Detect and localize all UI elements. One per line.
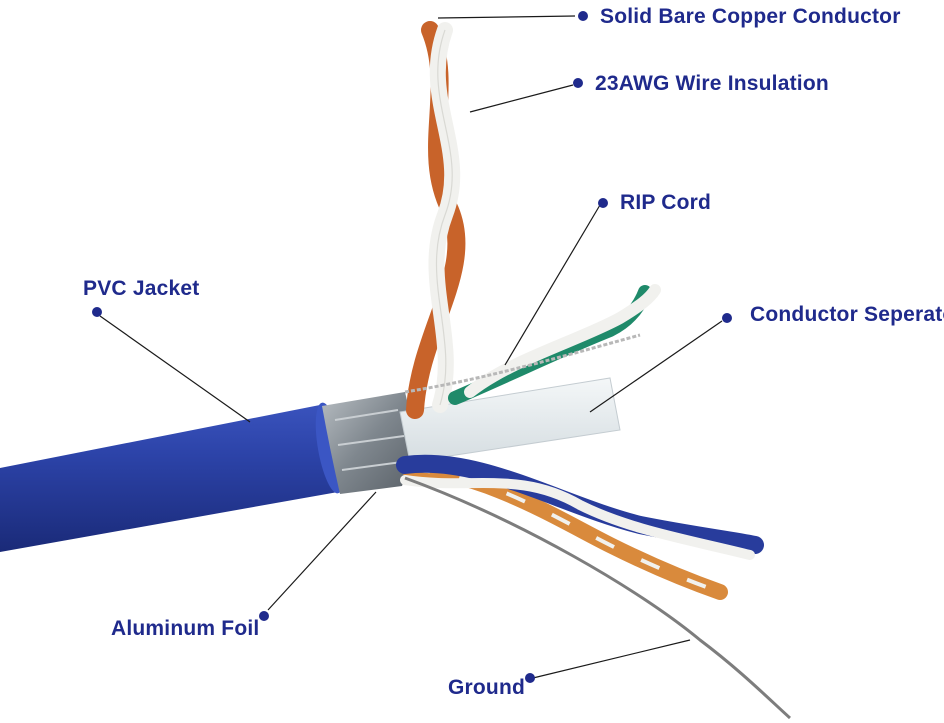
label-rip-cord: RIP Cord [620,191,711,214]
label-copper: Solid Bare Copper Conductor [600,5,901,28]
dot-rip-cord [598,198,608,208]
pvc-jacket [0,401,350,552]
label-pvc-jacket: PVC Jacket [83,277,199,300]
dot-copper [578,11,588,21]
green-twisted-pair [455,290,655,398]
conductor-separator [400,378,620,462]
dot-separator [722,313,732,323]
leader-insulation [470,85,573,112]
label-separator: Conductor Seperator [750,303,944,326]
labels: Solid Bare Copper Conductor 23AWG Wire I… [83,5,944,699]
label-insulation: 23AWG Wire Insulation [595,72,829,95]
dot-aluminum-foil [259,611,269,621]
leader-pvc-jacket [100,316,250,422]
dot-ground [525,673,535,683]
leader-ground [533,640,690,678]
dot-insulation [573,78,583,88]
callout-dots [92,11,732,683]
leader-lines [100,16,722,678]
dot-pvc-jacket [92,307,102,317]
label-ground: Ground [448,676,525,699]
orange-twisted-pair [415,30,456,410]
label-aluminum-foil: Aluminum Foil [111,617,259,640]
leader-aluminum-foil [268,492,376,610]
leader-copper [438,16,575,18]
